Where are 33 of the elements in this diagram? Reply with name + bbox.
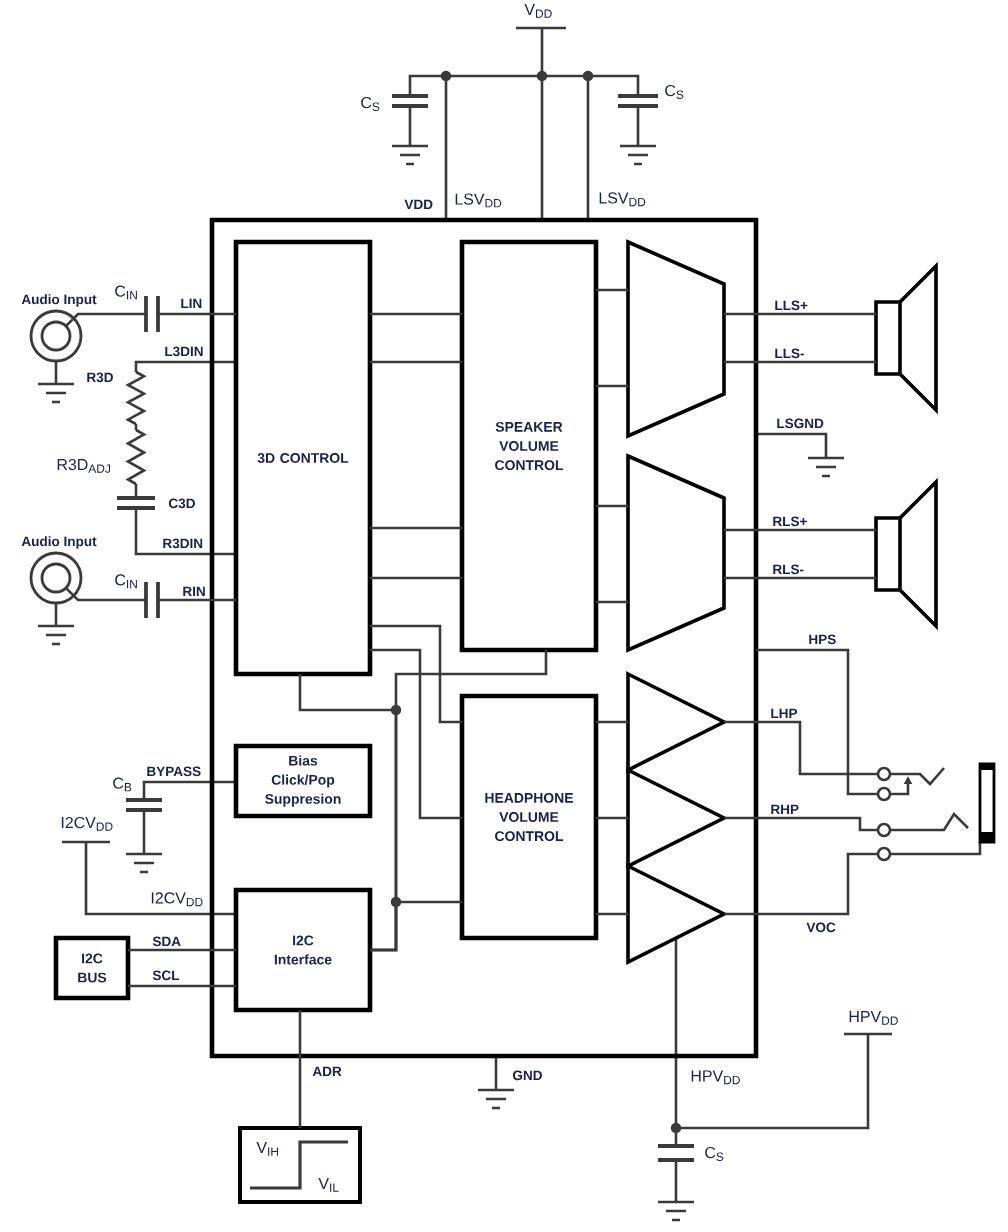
speaker-symbol <box>874 477 938 631</box>
wire <box>596 816 628 820</box>
wire <box>370 576 462 580</box>
wire <box>158 598 236 602</box>
speaker-symbol <box>874 261 938 415</box>
wire <box>596 288 628 292</box>
wire <box>596 600 628 604</box>
wire <box>370 526 462 530</box>
wire <box>596 504 628 508</box>
wire <box>724 360 876 364</box>
wire <box>724 816 878 832</box>
wire <box>596 720 628 724</box>
wire <box>298 1010 302 1128</box>
wire <box>596 912 628 916</box>
wire <box>370 360 462 364</box>
wire <box>724 312 876 316</box>
wire <box>724 852 878 916</box>
wire <box>72 312 146 320</box>
wire <box>128 948 236 952</box>
headphone-jack-symbol <box>876 762 996 862</box>
wire <box>596 384 628 388</box>
wire <box>158 312 236 316</box>
wire <box>370 648 462 820</box>
wire <box>128 984 236 988</box>
wire <box>724 528 876 532</box>
wire <box>724 576 876 580</box>
wire <box>370 312 462 316</box>
chip-outline <box>209 217 759 1059</box>
wire <box>756 648 878 796</box>
wire <box>72 594 146 602</box>
wire <box>370 624 462 724</box>
wire <box>724 720 878 776</box>
wire <box>370 900 462 952</box>
